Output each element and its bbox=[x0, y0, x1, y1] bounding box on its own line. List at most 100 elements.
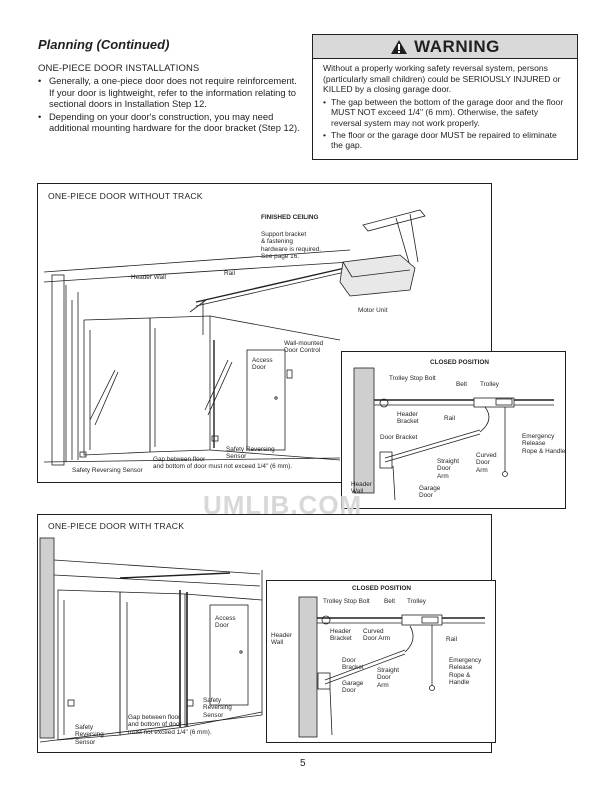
inset2-emergency-line: Rope & bbox=[449, 671, 471, 679]
inset1-curved-arm-line: Arm bbox=[476, 466, 488, 474]
access-door-label: Access Door bbox=[252, 357, 273, 372]
rail-label: Rail bbox=[224, 270, 236, 277]
warning-body: Without a properly working safety revers… bbox=[313, 59, 577, 151]
figure2-title: ONE-PIECE DOOR WITH TRACK bbox=[48, 521, 185, 531]
inset2-straight-arm-line: Door bbox=[377, 674, 391, 682]
inset1-header-wall: Header Wall bbox=[351, 481, 372, 496]
support-note-line: & fastening bbox=[261, 238, 293, 246]
inset1-straight-arm-line: Door bbox=[437, 465, 451, 473]
motor-unit-label: Motor Unit bbox=[358, 307, 388, 314]
gap-line: and bottom of door must not exceed 1/4" … bbox=[153, 463, 293, 471]
inset1-emergency: Emergency Release Rope & Handle bbox=[522, 433, 565, 455]
wall-control-line: Door Control bbox=[284, 347, 321, 355]
inset1-header-wall-line: Wall bbox=[351, 488, 364, 496]
inset2-curved-arm-line: Door Arm bbox=[363, 635, 390, 643]
inset1-straight-arm: Straight Door Arm bbox=[437, 458, 459, 480]
inset2-rail: Rail bbox=[446, 636, 458, 643]
inset2-header-wall-line: Wall bbox=[271, 639, 284, 647]
warning-intro: Without a properly working safety revers… bbox=[323, 63, 561, 95]
f2-safety-sensor-line: Sensor bbox=[203, 711, 224, 719]
warning-list: The gap between the bottom of the garage… bbox=[323, 97, 567, 151]
inset1-door-bracket: Door Bracket bbox=[380, 434, 418, 441]
inset2-emergency: Emergency Release Rope & Handle bbox=[449, 657, 481, 687]
inset2-title: CLOSED POSITION bbox=[352, 585, 411, 592]
closed-position-inset-1 bbox=[341, 351, 566, 509]
inset1-header-wall-line: Header bbox=[351, 481, 372, 488]
page-number: 5 bbox=[300, 758, 306, 769]
f2-safety-sensor-line: Safety bbox=[75, 724, 94, 731]
f2-gap-line: must not exceed 1/4" (6 mm). bbox=[128, 728, 212, 736]
inset1-curved-arm: Curved Door Arm bbox=[476, 452, 497, 474]
f2-gap-line: and bottom of door bbox=[128, 721, 182, 729]
inset2-straight-arm-line: Straight bbox=[377, 667, 400, 674]
warning-bullet: The floor or the garage door MUST be rep… bbox=[323, 130, 567, 151]
gap-line: Gap between floor bbox=[153, 456, 206, 463]
gap-label: Gap between floor and bottom of door mus… bbox=[153, 456, 292, 471]
inset2-trolley: Trolley bbox=[407, 598, 426, 605]
inset2-header-wall-line: Header bbox=[271, 632, 292, 639]
inset1-title: CLOSED POSITION bbox=[430, 359, 489, 366]
wall-control-line: Wall-mounted bbox=[284, 340, 324, 347]
safety-sensor-line: Safety Reversing bbox=[226, 446, 275, 453]
inset2-garage-door-line: Garage bbox=[342, 680, 364, 687]
f2-gap-label: Gap between floor and bottom of door mus… bbox=[128, 714, 212, 736]
support-note: Support bracket & fastening hardware is … bbox=[261, 231, 321, 261]
inset1-garage-door: Garage Door bbox=[419, 485, 440, 500]
inset2-straight-arm-line: Arm bbox=[377, 681, 389, 689]
finished-ceiling-label: FINISHED CEILING bbox=[261, 214, 319, 221]
inset2-emergency-line: Handle bbox=[449, 679, 470, 687]
inset2-header-bracket-line: Bracket bbox=[330, 635, 352, 643]
installations-bullet: Generally, a one-piece door does not req… bbox=[38, 75, 300, 110]
inset1-header-bracket: Header Bracket bbox=[397, 411, 419, 426]
inset1-straight-arm-line: Straight bbox=[437, 458, 460, 465]
header-wall-label: Header Wall bbox=[131, 274, 166, 281]
inset1-trolley-stop-bolt: Trolley Stop Bolt bbox=[389, 375, 436, 382]
support-note-line: hardware is required. bbox=[261, 245, 322, 253]
f2-safety-sensor-line: Reversing bbox=[203, 704, 232, 712]
inset1-header-bracket-line: Header bbox=[397, 411, 418, 418]
warning-triangle-icon bbox=[391, 39, 408, 54]
f2-safety-sensor-right: Safety Reversing Sensor bbox=[203, 697, 232, 719]
f2-safety-sensor-line: Reversing bbox=[75, 731, 104, 739]
support-note-line: Support bracket bbox=[261, 231, 307, 238]
f2-access-door-line: Door bbox=[215, 622, 229, 630]
inset1-garage-door-line: Garage bbox=[419, 485, 441, 492]
page-heading: Planning (Continued) bbox=[38, 37, 170, 52]
inset2-straight-arm: Straight Door Arm bbox=[377, 667, 399, 689]
installations-bullet: Depending on your door's construction, y… bbox=[38, 111, 300, 134]
f2-safety-sensor-left: Safety Reversing Sensor bbox=[75, 724, 104, 746]
warning-title: WARNING bbox=[414, 36, 500, 56]
safety-sensor-line: Sensor bbox=[226, 453, 247, 461]
inset2-belt: Belt bbox=[384, 598, 396, 605]
inset2-curved-arm: Curved Door Arm bbox=[363, 628, 390, 643]
inset2-trolley-stop-bolt: Trolley Stop Bolt bbox=[323, 598, 370, 605]
f2-access-door-label: Access Door bbox=[215, 615, 236, 630]
inset2-header-wall: Header Wall bbox=[271, 632, 292, 647]
wall-control-label: Wall-mounted Door Control bbox=[284, 340, 323, 355]
warning-bullet: The gap between the bottom of the garage… bbox=[323, 97, 567, 129]
inset2-header-bracket-line: Header bbox=[330, 628, 351, 635]
inset1-emergency-line: Release bbox=[522, 440, 546, 448]
inset2-door-bracket-line: Door bbox=[342, 657, 356, 664]
inset2-door-bracket-line: Bracket bbox=[342, 664, 364, 672]
f2-safety-sensor-line: Safety bbox=[203, 697, 222, 704]
installations-list: Generally, a one-piece door does not req… bbox=[38, 75, 300, 135]
warning-box: WARNING Without a properly working safet… bbox=[312, 34, 578, 160]
inset1-emergency-line: Rope & Handle bbox=[522, 447, 566, 455]
inset2-emergency-line: Release bbox=[449, 664, 473, 672]
safety-sensor-right-label: Safety Reversing Sensor bbox=[226, 446, 275, 461]
inset1-header-bracket-line: Bracket bbox=[397, 418, 419, 426]
inset2-emergency-line: Emergency bbox=[449, 657, 482, 664]
access-door-line: Door bbox=[252, 364, 266, 372]
inset1-rail: Rail bbox=[444, 415, 456, 422]
safety-sensor-left-label: Safety Reversing Sensor bbox=[72, 467, 143, 474]
inset1-curved-arm-line: Curved bbox=[476, 452, 497, 459]
inset2-garage-door: Garage Door bbox=[342, 680, 363, 695]
support-note-line: See page 16. bbox=[261, 253, 300, 261]
inset2-header-bracket: Header Bracket bbox=[330, 628, 352, 643]
inset2-door-bracket: Door Bracket bbox=[342, 657, 364, 672]
inset1-trolley: Trolley bbox=[480, 381, 499, 388]
installations-subheading: ONE-PIECE DOOR INSTALLATIONS bbox=[38, 63, 200, 74]
f2-safety-sensor-line: Sensor bbox=[75, 738, 96, 746]
inset1-belt: Belt bbox=[456, 381, 468, 388]
